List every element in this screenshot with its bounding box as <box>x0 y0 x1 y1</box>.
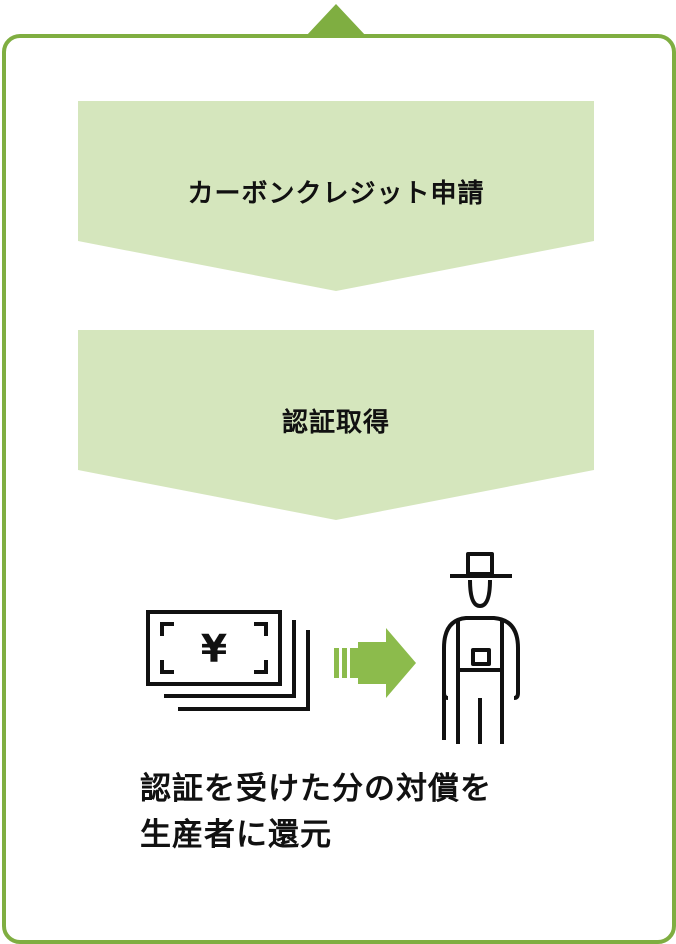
top-pointer <box>306 4 366 36</box>
chevron-shape <box>78 330 594 520</box>
farmer-icon <box>442 552 520 744</box>
yen-banknotes-icon <box>146 610 310 711</box>
caption-line-1: 認証を受けた分の対償を <box>140 771 492 807</box>
chevron-shape <box>78 101 594 291</box>
step-label: 認証取得 <box>281 408 390 438</box>
arrow-right-icon <box>334 628 416 698</box>
reward-illustration: ¥ <box>140 548 540 758</box>
yen-symbol: ¥ <box>201 627 227 671</box>
step-certification: 認証取得 <box>78 330 594 520</box>
caption-line-2: 生産者に還元 <box>140 817 332 853</box>
step-label: カーボンクレジット申請 <box>187 179 485 209</box>
reward-caption: 認証を受けた分の対償を 生産者に還元 <box>140 766 640 858</box>
step-credit-application: カーボンクレジット申請 <box>78 101 594 291</box>
